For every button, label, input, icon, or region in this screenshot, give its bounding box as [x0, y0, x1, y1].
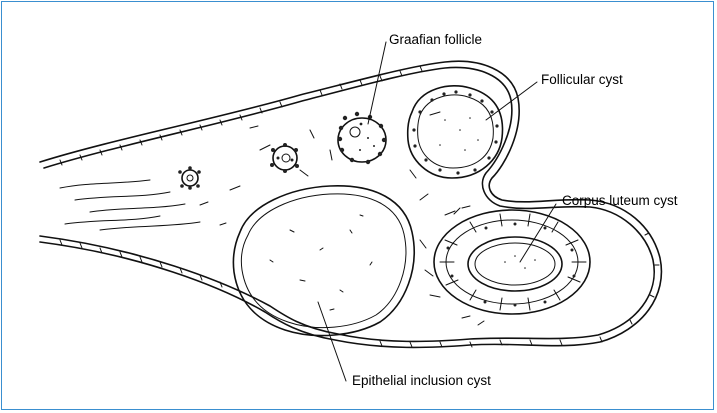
label-follicular-cyst: Follicular cyst — [541, 72, 623, 87]
follicular-cyst-drawing — [408, 86, 503, 178]
primordial-follicle — [178, 166, 201, 190]
corpus-luteum-cyst-drawing — [420, 206, 590, 325]
label-corpus-luteum-cyst: Corpus luteum cyst — [562, 193, 678, 208]
label-epithelial-inclusion-cyst: Epithelial inclusion cyst — [352, 373, 491, 388]
label-graafian-follicle: Graafian follicle — [389, 32, 482, 47]
epithelial-inclusion-cyst-drawing — [233, 186, 414, 336]
graafian-follicle-drawing — [338, 112, 386, 164]
secondary-follicle — [270, 143, 299, 173]
leader-lines — [318, 42, 556, 381]
